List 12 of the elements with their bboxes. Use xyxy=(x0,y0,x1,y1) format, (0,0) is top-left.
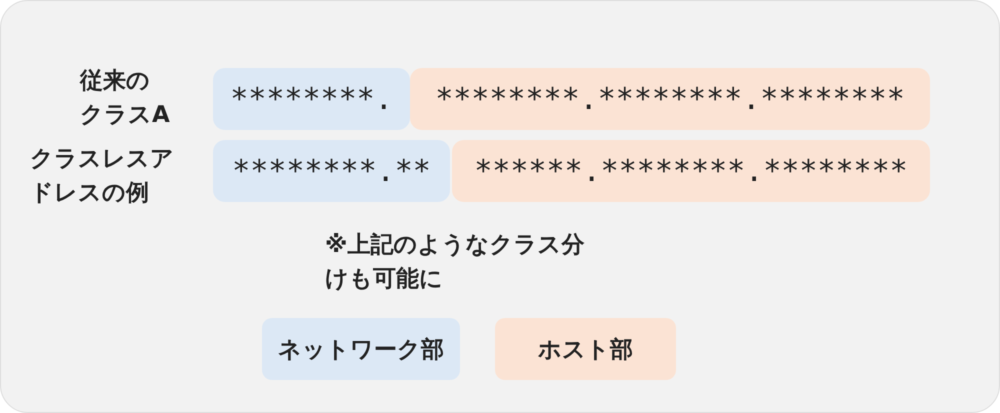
row-label: 従来のクラスA xyxy=(80,67,170,130)
legend-text: ネットワーク部 xyxy=(278,336,444,364)
note-text: ※上記のようなクラス分けも可能に xyxy=(325,231,586,294)
host-part-box xyxy=(452,140,930,202)
row-label: クラスレスアドレスの例 xyxy=(30,145,175,208)
network-part-box xyxy=(213,68,410,130)
address-bits: ********. xyxy=(230,82,393,116)
address-bits: ******.********.******** xyxy=(474,154,908,188)
host-part-box xyxy=(410,68,930,130)
address-bits: ********.** xyxy=(232,154,431,188)
legend-text: ホスト部 xyxy=(538,336,633,364)
address-bits: ********.********.******** xyxy=(435,82,905,116)
